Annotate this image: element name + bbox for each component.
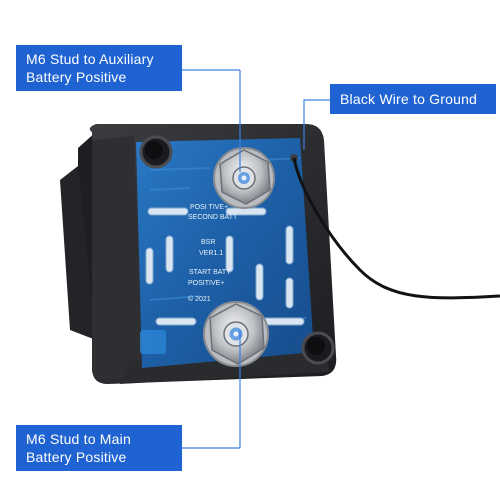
- callout-aux-battery-stud: M6 Stud to Auxiliary Battery Positive: [16, 45, 182, 91]
- pcb-slots: [145, 207, 305, 326]
- main-stud-nut: [203, 301, 269, 367]
- silk-start-1: START BATT: [189, 269, 231, 276]
- leader-lines: [182, 69, 330, 449]
- callout-aux-label: M6 Stud to Auxiliary Battery Positive: [26, 51, 154, 85]
- silk-start-2: POSITIVE+: [188, 280, 224, 287]
- silk-model-1: BSR: [201, 239, 215, 246]
- callout-main-label: M6 Stud to Main Battery Positive: [26, 431, 131, 465]
- leader-line-ground: [303, 99, 330, 150]
- silk-model: BSR VER1.1: [199, 239, 223, 257]
- callout-ground-wire: Black Wire to Ground: [330, 84, 496, 114]
- silk-line-1: POSI TIVE+: [190, 204, 228, 211]
- silk-start-batt: START BATT POSITIVE+: [188, 269, 232, 287]
- callout-ground-label: Black Wire to Ground: [340, 91, 478, 107]
- silk-model-2: VER1.1: [199, 250, 223, 257]
- silk-line-2: SECOND BATT: [188, 214, 238, 221]
- silk-copyright: © 2021: [188, 295, 211, 303]
- silk-positive-second-batt: POSI TIVE+ SECOND BATT: [188, 204, 238, 221]
- mounting-holes: [139, 135, 335, 365]
- aux-stud-nut: [213, 147, 275, 209]
- callout-main-battery-stud: M6 Stud to Main Battery Positive: [16, 425, 182, 471]
- ground-wire: [290, 154, 500, 300]
